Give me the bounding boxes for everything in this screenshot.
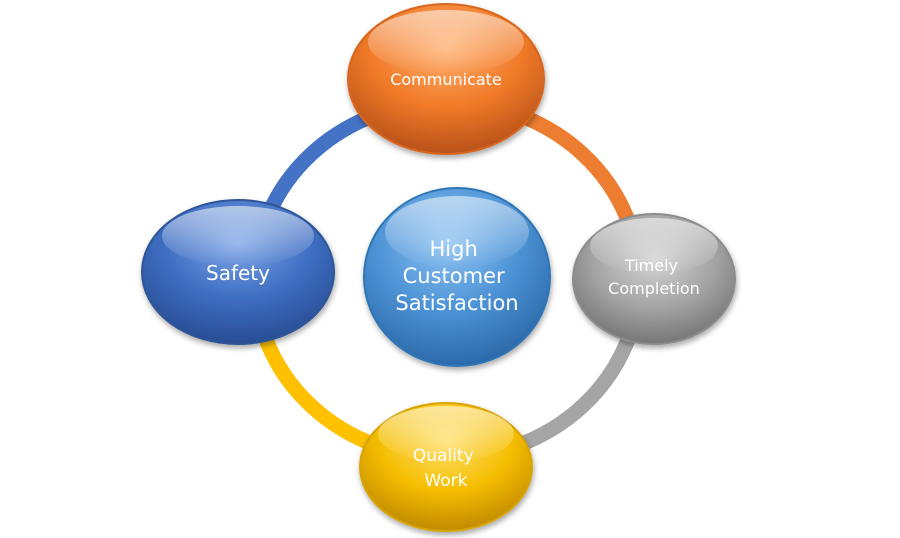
node-communicate-label: Communicate	[390, 70, 502, 89]
node-high-customer-satisfaction-label: High Customer Satisfaction	[395, 237, 518, 315]
node-high-customer-satisfaction	[363, 187, 551, 367]
node-quality-work	[359, 402, 533, 532]
node-safety	[141, 199, 335, 345]
node-communicate	[347, 3, 545, 155]
node-quality-work-label: Quality Work	[413, 446, 479, 491]
node-timely-completion	[572, 213, 736, 345]
node-safety-label: Safety	[206, 261, 270, 285]
node-timely-completion-label: Timely Completion	[608, 256, 700, 298]
